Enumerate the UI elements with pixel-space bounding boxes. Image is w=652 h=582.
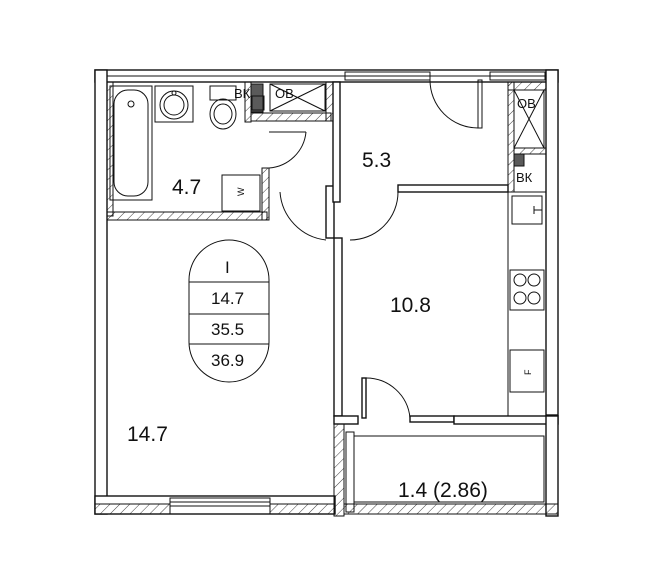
badge-total-area: 35.5 [211,320,244,339]
bathroom: W ВК ОВ 4.7 [106,81,334,221]
ob-kitchen-label: ОВ [517,96,536,111]
outer-walls [94,69,559,515]
bathroom-area: 4.7 [172,176,201,199]
kitchen-shafts: ОВ ВК [507,81,547,193]
hall: 5.3 [279,79,509,241]
toilet [209,85,237,130]
hall-area: 5.3 [362,149,391,172]
living-room-area: 14.7 [127,423,168,446]
bathtub [109,85,153,201]
badge-living-area: 14.7 [211,289,244,308]
living-room: 14.7 [127,423,168,446]
washer-mark: W [236,187,246,196]
kitchen-area: 10.8 [390,294,431,317]
balcony: 1.4 (2.86) [333,415,559,517]
stove [509,269,545,311]
washing-machine [221,174,261,212]
balcony-area: 1.4 (2.86) [398,479,488,502]
bk-kitchen-label: ВК [516,170,533,185]
badge-rooms-count: I [225,258,230,277]
kitchen: F 10.8 [333,191,547,423]
sink [154,85,194,123]
fridge [509,349,545,393]
ob-bathroom-label: ОВ [275,86,294,101]
area-badge: I 14.7 35.5 36.9 [188,239,270,383]
bk-bathroom-label: ВК [234,86,251,101]
fridge-mark: F [523,369,533,375]
badge-total-area-with-balcony: 36.9 [211,351,244,370]
